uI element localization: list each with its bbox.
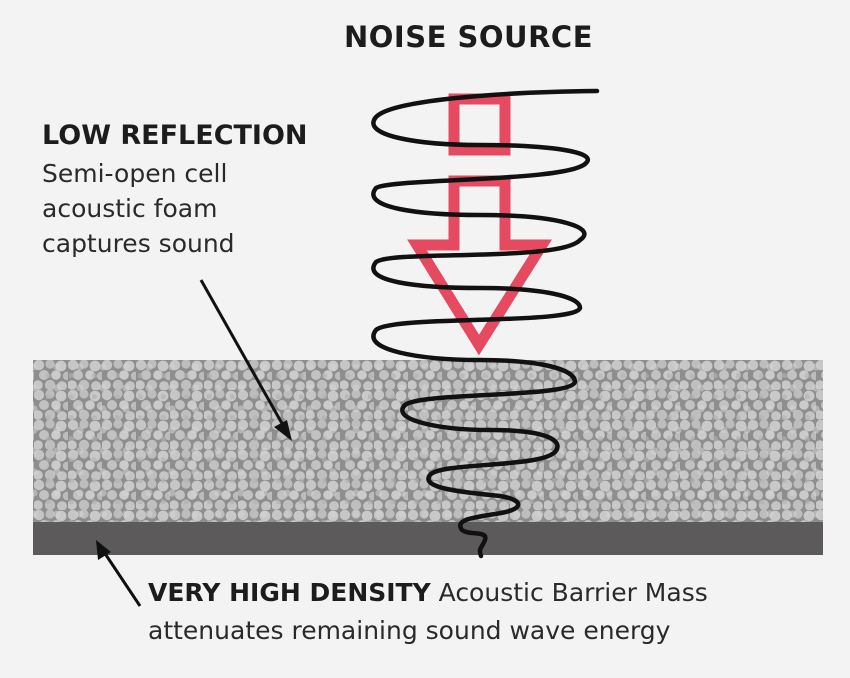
- reflection-heading: LOW REFLECTION: [42, 120, 308, 151]
- reflection-line: acoustic foam: [42, 194, 218, 223]
- barrier-caption-rest: Acoustic Barrier Mass: [430, 578, 708, 607]
- down-arrow-icon: [407, 93, 552, 356]
- reflection-line: captures sound: [42, 229, 235, 258]
- diagram-title: NOISE SOURCE: [344, 20, 594, 54]
- barrier-pointer-arrow-icon: [96, 540, 142, 607]
- foam-texture: [33, 360, 823, 522]
- barrier-caption-line: VERY HIGH DENSITY Acoustic Barrier Mass: [148, 578, 708, 607]
- barrier-layer: [33, 522, 823, 555]
- reflection-line: Semi-open cell: [42, 159, 228, 188]
- sound-wave-coil: [371, 88, 600, 559]
- barrier-caption-line: attenuates remaining sound wave energy: [148, 616, 671, 645]
- barrier-heading: VERY HIGH DENSITY: [148, 578, 431, 607]
- foam-pointer-arrow-icon: [199, 279, 292, 441]
